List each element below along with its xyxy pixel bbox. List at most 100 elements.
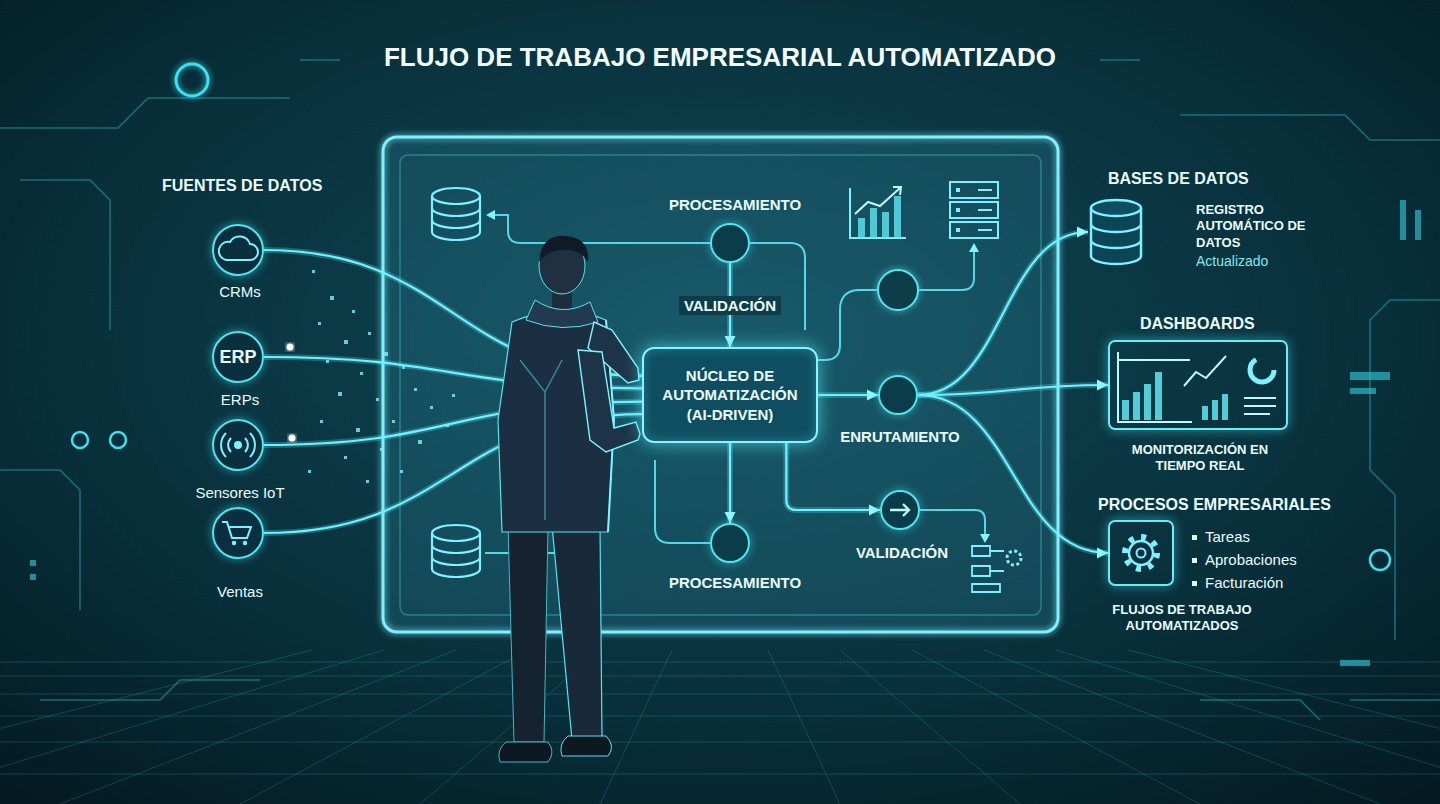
connector xyxy=(725,443,736,523)
bullet-item: Facturación xyxy=(1205,574,1335,591)
junction-circle xyxy=(878,270,918,310)
output-heading: PROCESOS EMPRESARIALES xyxy=(1098,496,1358,514)
output-note: REGISTRO AUTOMÁTICO DE DATOS xyxy=(1196,202,1308,251)
glow-dot xyxy=(289,435,296,442)
dashboard-box: DASHBOARDSMONITORIZACIÓN EN TIEMPO REAL xyxy=(1108,340,1288,430)
cart-wheel xyxy=(243,541,247,545)
connector-glow xyxy=(786,443,880,510)
output-heading: DASHBOARDS xyxy=(1140,315,1320,333)
person-shoe xyxy=(499,742,552,762)
bullet-item: Aprobaciones xyxy=(1205,551,1335,568)
bar-chart-trend xyxy=(855,187,901,214)
process-box: PROCESOS EMPRESARIALESTareasAprobaciones… xyxy=(1108,520,1174,586)
cart-icon xyxy=(222,522,251,538)
arrowhead xyxy=(1077,227,1088,238)
sensor-icon-dot xyxy=(234,441,242,449)
dashboard-bars xyxy=(1122,372,1228,420)
connector-line xyxy=(918,395,1108,553)
connector xyxy=(918,227,1088,396)
output-heading: BASES DE DATOS xyxy=(1108,170,1308,188)
workflow-gear xyxy=(1007,551,1021,565)
circle-fill xyxy=(880,490,920,530)
source-label: Ventas xyxy=(180,583,300,600)
cloud-icon xyxy=(219,236,258,260)
person-leg xyxy=(552,525,602,740)
diagram-title: FLUJO DE TRABAJO EMPRESARIAL AUTOMATIZAD… xyxy=(0,42,1440,73)
circuit-ring xyxy=(1370,550,1390,570)
circle-fill xyxy=(710,523,750,563)
arrowhead xyxy=(867,390,878,401)
glow-dot xyxy=(287,344,294,351)
connector-glow xyxy=(918,232,1088,395)
bar-chart-bars xyxy=(858,196,901,238)
group-heading: FUENTES DE DATOS xyxy=(162,177,322,195)
circle-fill xyxy=(878,375,918,415)
bullet-item: Tareas xyxy=(1205,528,1335,545)
step-label: PROCESAMIENTO xyxy=(650,574,820,591)
circuit-traces xyxy=(0,60,1440,720)
floor-glow-line xyxy=(300,651,1140,654)
source-circle: Ventas xyxy=(212,507,264,559)
connector-line xyxy=(918,232,1088,395)
icon-text: ERP xyxy=(219,347,256,368)
status-text: Actualizado xyxy=(1196,253,1306,269)
connector xyxy=(918,380,1108,396)
gear-teeth xyxy=(1125,537,1157,569)
connector-glow xyxy=(727,443,733,523)
cart-wheel xyxy=(232,541,236,545)
step-label: PROCESAMIENTO xyxy=(650,196,820,213)
glass-panel-inner xyxy=(400,155,1041,615)
output-note: FLUJOS DE TRABAJO AUTOMATIZADOS xyxy=(1092,602,1272,635)
flow-decor-lines xyxy=(485,215,985,553)
arrowhead xyxy=(1097,548,1108,559)
person-leg xyxy=(508,525,548,742)
connector-line xyxy=(918,385,1108,395)
source-circle: CRMs xyxy=(212,224,264,276)
gear-body xyxy=(1129,541,1153,565)
circle-fill xyxy=(212,507,264,559)
source-circle: ERPERPs xyxy=(212,331,264,383)
arrowhead xyxy=(725,512,736,523)
floor-grid xyxy=(0,650,1440,804)
connector-glow xyxy=(918,385,1108,395)
database-cylinder-top xyxy=(1091,200,1141,216)
step-label: ENRUTAMIENTO xyxy=(815,428,985,445)
arrowhead xyxy=(869,505,880,516)
arrow-icon xyxy=(890,504,909,516)
source-label: Sensores IoT xyxy=(180,484,300,501)
source-circle: Sensores IoT xyxy=(212,419,264,471)
database-icon-top xyxy=(432,525,480,541)
process-circle: PROCESAMIENTO xyxy=(710,523,750,563)
step-label: VALIDACIÓN xyxy=(827,544,977,561)
server-dots xyxy=(956,188,960,232)
flow-decor-arrowheads xyxy=(486,210,990,543)
person-arm xyxy=(578,350,640,452)
person-shoe xyxy=(561,736,612,756)
source-label: ERPs xyxy=(180,391,300,408)
person-jacket-seam xyxy=(520,360,562,520)
arrowhead xyxy=(725,336,736,347)
person-hair xyxy=(539,236,588,262)
connector xyxy=(786,443,880,516)
database-node: BASES DE DATOSREGISTRO AUTOMÁTICO DE DAT… xyxy=(1088,198,1144,266)
circuit-ring xyxy=(176,64,208,96)
circle-fill xyxy=(212,331,264,383)
process-circle: PROCESAMIENTO xyxy=(710,223,750,263)
circuit-ring xyxy=(72,432,88,448)
database-outline xyxy=(1088,198,1144,266)
circuit-ring xyxy=(110,432,126,448)
connector-line xyxy=(729,443,731,523)
output-note: MONITORIZACIÓN EN TIEMPO REAL xyxy=(1125,442,1275,475)
bar-chart-axes xyxy=(850,188,906,238)
connector-label: VALIDACIÓN xyxy=(679,296,781,315)
core-label: NÚCLEO DE AUTOMATIZACIÓN (AI-DRIVEN) xyxy=(654,366,806,425)
circle-fill xyxy=(212,224,264,276)
arrowhead xyxy=(1097,380,1108,391)
sensor-icon-waves xyxy=(221,433,255,457)
connector-line xyxy=(786,443,880,510)
dashboard-pie xyxy=(1250,358,1274,382)
circle-fill xyxy=(710,223,750,263)
bullet-dots xyxy=(1192,535,1197,586)
